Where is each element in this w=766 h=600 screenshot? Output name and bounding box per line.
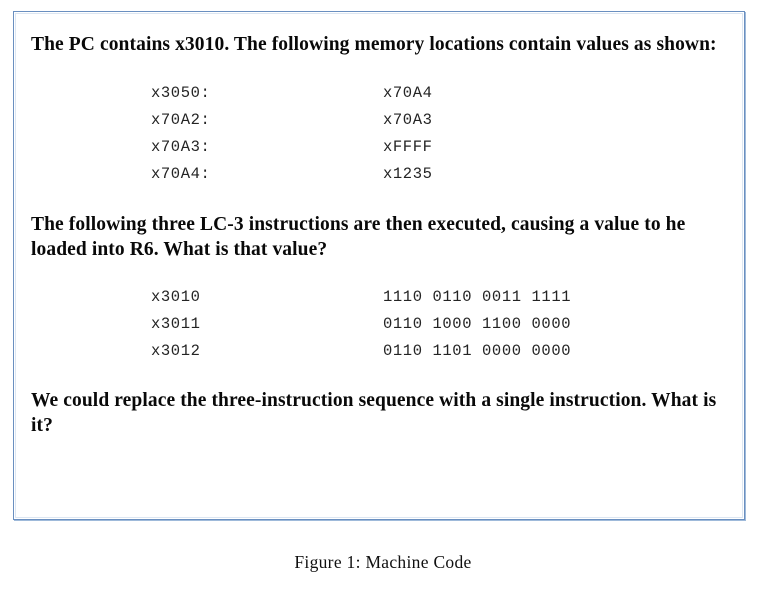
intro-paragraph: The PC contains x3010. The following mem… xyxy=(31,34,717,55)
memory-contents-table: x3050: x70A4 x70A2: x70A3 x70A3: xFFFF x… xyxy=(31,80,683,188)
memory-address: x70A2: xyxy=(151,111,211,129)
spacer xyxy=(31,188,726,212)
table-row: x70A4: x1235 xyxy=(31,161,683,188)
table-row: x70A2: x70A3 xyxy=(31,107,683,134)
figure-caption: Figure 1: Machine Code xyxy=(294,552,472,572)
memory-address: x70A4: xyxy=(151,165,211,183)
table-row: x70A3: xFFFF xyxy=(31,134,683,161)
instruction-binary: 0110 1101 0000 0000 xyxy=(383,342,572,360)
instruction-binary: 0110 1000 1100 0000 xyxy=(383,315,572,333)
instruction-address: x3011 xyxy=(151,315,201,333)
table-row: x3012 0110 1101 0000 0000 xyxy=(31,338,683,365)
figure-image-box: The PC contains x3010. The following mem… xyxy=(13,11,745,520)
instruction-address: x3010 xyxy=(151,288,201,306)
memory-value: x1235 xyxy=(383,165,433,183)
memory-value: xFFFF xyxy=(383,138,433,156)
table-row: x3010 1110 0110 0011 1111 xyxy=(31,284,683,311)
table-row: x3011 0110 1000 1100 0000 xyxy=(31,311,683,338)
memory-address: x3050: xyxy=(151,84,211,102)
memory-value: x70A3 xyxy=(383,111,433,129)
instruction-address: x3012 xyxy=(151,342,201,360)
table-row: x3050: x70A4 xyxy=(31,80,683,107)
memory-address: x70A3: xyxy=(151,138,211,156)
scanned-page-content: The PC contains x3010. The following mem… xyxy=(14,12,744,519)
middle-paragraph: The following three LC-3 instructions ar… xyxy=(31,213,686,261)
instruction-binary: 1110 0110 0011 1111 xyxy=(383,288,572,306)
spacer xyxy=(31,365,726,388)
instruction-listing-table: x3010 1110 0110 0011 1111 x3011 0110 100… xyxy=(31,284,683,365)
memory-value: x70A4 xyxy=(383,84,433,102)
closing-paragraph: We could replace the three-instruction s… xyxy=(31,389,717,437)
